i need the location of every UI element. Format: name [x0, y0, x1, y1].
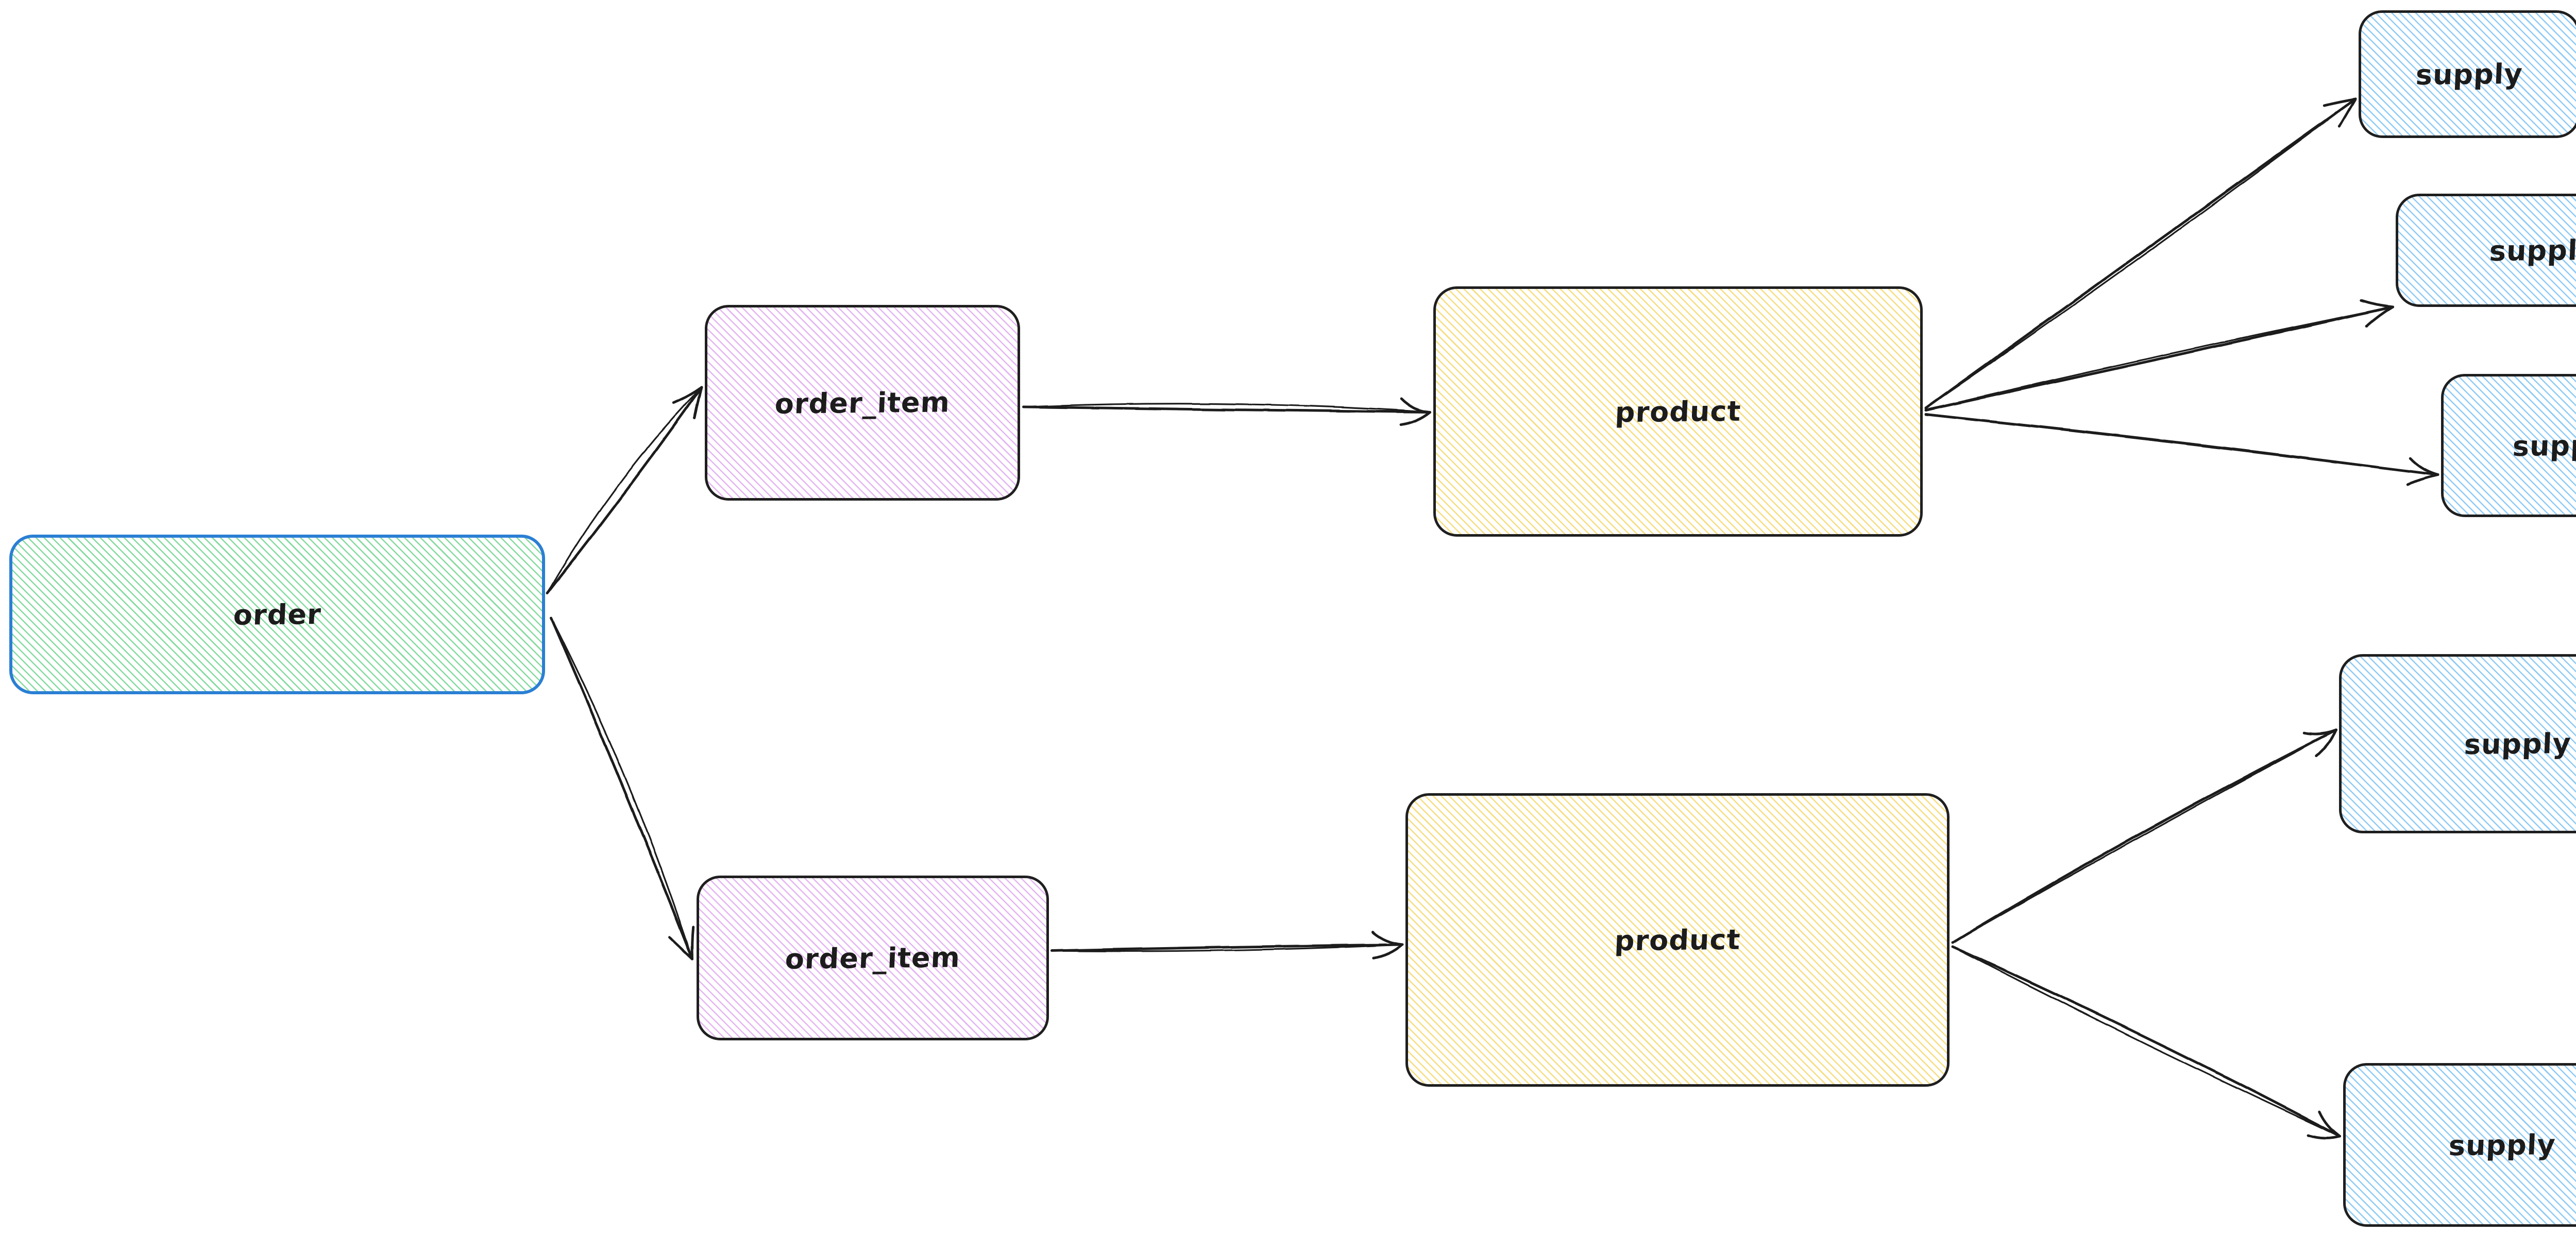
node-supply_1[interactable]: supply — [2359, 10, 2576, 138]
edge-line — [1951, 729, 2337, 944]
node-label: supply — [2512, 429, 2576, 463]
edge-line — [1051, 944, 1403, 952]
edge-line — [1924, 97, 2357, 409]
arrowhead-stroke — [672, 386, 703, 404]
edge-product_1-to-supply_1[interactable] — [1924, 97, 2357, 409]
node-label: supply — [2448, 1128, 2557, 1162]
edge-line — [1022, 405, 1432, 414]
node-label: product — [1614, 395, 1742, 429]
edge-line — [1022, 403, 1431, 413]
edge-line — [1925, 306, 2394, 411]
arrowhead-stroke — [1371, 931, 1404, 946]
arrowhead-stroke — [2360, 299, 2394, 309]
edge-order_item_1-to-product_1[interactable] — [1022, 397, 1432, 426]
edge-line — [550, 617, 693, 960]
edge-line — [546, 386, 703, 595]
arrowhead-stroke — [1399, 410, 1432, 426]
edge-product_2-to-supply_5[interactable] — [1951, 945, 2342, 1139]
edge-line — [1924, 305, 2394, 412]
arrowhead-stroke — [1372, 943, 1404, 960]
edge-order-to-order_item_1[interactable] — [546, 386, 703, 595]
node-label: product — [1614, 923, 1741, 957]
arrowhead-stroke — [2365, 305, 2394, 328]
edge-order_item_2-to-product_2[interactable] — [1050, 931, 1404, 960]
edge-product_2-to-supply_4[interactable] — [1951, 729, 2337, 944]
arrowhead-stroke — [2323, 97, 2357, 107]
node-order[interactable]: order — [9, 535, 545, 694]
arrowhead-stroke — [2409, 457, 2439, 476]
arrowhead-stroke — [2318, 1110, 2342, 1138]
edge-line — [1952, 729, 2337, 944]
edge-line — [1050, 943, 1404, 952]
node-label: supply — [2463, 727, 2572, 761]
edge-product_1-to-supply_3[interactable] — [1924, 413, 2439, 486]
arrowhead-stroke — [2307, 1134, 2342, 1139]
node-label: supply — [2488, 233, 2576, 267]
node-label: order — [232, 597, 322, 631]
node-product_2[interactable]: product — [1405, 793, 1950, 1087]
arrowhead-stroke — [2338, 97, 2357, 128]
edge-line — [546, 386, 703, 594]
edge-product_1-to-supply_2[interactable] — [1924, 299, 2394, 412]
edge-line — [1924, 413, 2439, 476]
arrowhead-stroke — [2315, 729, 2337, 758]
arrowhead-stroke — [2406, 473, 2439, 486]
node-order_item_2[interactable]: order_item — [697, 876, 1049, 1040]
node-supply_3[interactable]: supply — [2441, 374, 2576, 517]
edge-line — [1951, 945, 2342, 1138]
node-product_1[interactable]: product — [1433, 286, 1923, 537]
node-label: supply — [2415, 57, 2524, 91]
node-supply_4[interactable]: supply — [2339, 654, 2576, 833]
arrowhead-stroke — [691, 926, 695, 961]
node-supply_5[interactable]: supply — [2343, 1063, 2576, 1227]
node-supply_2[interactable]: supply — [2396, 194, 2576, 307]
edge-line — [550, 616, 694, 961]
edge-line — [1925, 98, 2357, 409]
edge-line — [1925, 413, 2439, 476]
arrowhead-stroke — [693, 386, 703, 420]
node-label: order_item — [784, 940, 961, 975]
arrowhead-stroke — [1400, 397, 1432, 414]
arrowhead-stroke — [668, 935, 694, 961]
node-order_item_1[interactable]: order_item — [705, 305, 1020, 501]
node-label: order_item — [774, 385, 951, 420]
edge-order-to-order_item_2[interactable] — [550, 616, 695, 961]
arrowhead-stroke — [2302, 729, 2337, 736]
edge-line — [1952, 946, 2341, 1137]
